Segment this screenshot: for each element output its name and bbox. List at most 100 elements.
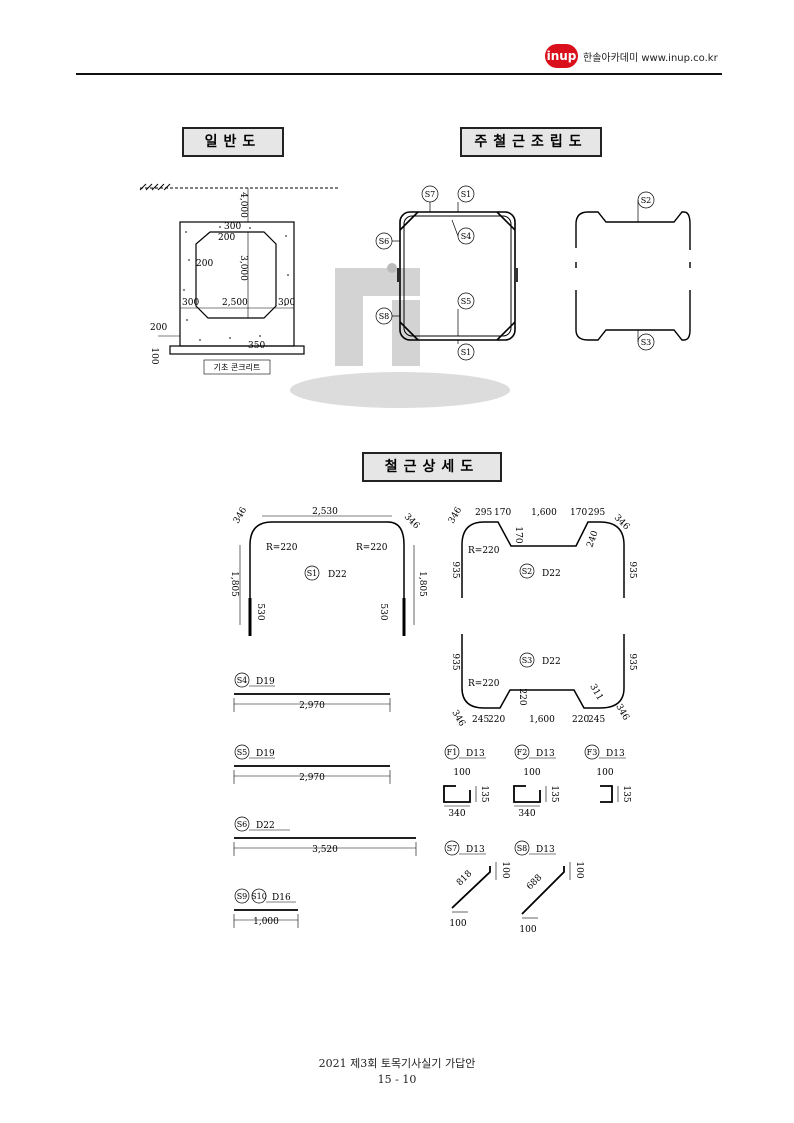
- s1-corner-l: 346: [232, 505, 249, 525]
- f2-bottom: 340: [518, 809, 535, 819]
- detail-s2: [461, 521, 625, 598]
- detail-f1: [443, 744, 486, 807]
- s3-rise: 220: [517, 688, 527, 705]
- s3-dim-0: 346: [449, 709, 466, 729]
- s5-mark: S5: [237, 748, 248, 757]
- s6-length: 3,520: [312, 845, 338, 855]
- s2-size: D22: [542, 569, 561, 579]
- f2-size: D13: [536, 749, 555, 759]
- s8-size: D13: [536, 845, 555, 855]
- foundation-label: 기초 콘크리트: [214, 363, 261, 372]
- asm-mark-s1-bottom: S1: [461, 348, 472, 357]
- s1-size: D22: [328, 570, 347, 580]
- s1-corner-r: 346: [402, 512, 421, 531]
- asm-mark-s7: S7: [425, 190, 436, 199]
- s3-leg-l: 935: [450, 653, 460, 670]
- general-drawing: 4,000 300 200 200 3,000 300 2,500 300 20…: [139, 183, 340, 375]
- s3-dim-4: 220: [572, 715, 589, 725]
- asm-mark-s5: S5: [461, 297, 472, 306]
- s1-radius-r: R=220: [356, 543, 388, 553]
- s4-length: 2,970: [299, 701, 325, 711]
- f1-size: D13: [466, 749, 485, 759]
- s2-rise: 170: [513, 526, 523, 543]
- watermark: [290, 263, 510, 408]
- asm-mark-s8: S8: [379, 312, 390, 321]
- gen-dim-bottom-slab: 200: [150, 323, 167, 333]
- f1-bottom: 340: [448, 809, 465, 819]
- s2-slope: 240: [585, 529, 600, 549]
- s8-mark: S8: [517, 844, 528, 853]
- s7-diag: 818: [455, 869, 474, 888]
- footer-exam-title: 2021 제3회 토목기사실기 가답안: [318, 1057, 476, 1070]
- s1-leg-l: 1,805: [229, 571, 239, 597]
- assembly-labels: [375, 185, 475, 361]
- gen-dim-haunch-h: 200: [218, 233, 235, 243]
- s3-radius: R=220: [468, 679, 500, 689]
- asm-mark-s4: S4: [461, 232, 472, 241]
- s5-length: 2,970: [299, 773, 325, 783]
- f2-mark: F2: [517, 748, 528, 757]
- assembly-s2-s3: [575, 211, 691, 341]
- f1-height: 135: [479, 785, 489, 802]
- s8-base: 100: [519, 925, 536, 935]
- gen-dim-height-top: 4,000: [238, 192, 248, 218]
- s1-end-r: 530: [378, 603, 388, 620]
- title-general: 일반도: [182, 127, 284, 157]
- s3-dim-6: 346: [613, 703, 630, 723]
- s2-dim-6: 346: [612, 513, 631, 532]
- asm-mark-s1-top: S1: [461, 190, 472, 199]
- s8-diag: 688: [525, 873, 544, 892]
- s1-end-l: 530: [255, 603, 265, 620]
- s1-top: 2,530: [312, 507, 338, 517]
- s2-dim-2: 170: [494, 508, 511, 518]
- asm-mark-s6: S6: [379, 237, 390, 246]
- s6-mark: S6: [237, 820, 248, 829]
- page-number: 15 - 10: [377, 1073, 417, 1086]
- s4-mark: S4: [237, 676, 248, 685]
- detail-s1: [239, 515, 415, 636]
- s2-dim-1: 295: [475, 508, 492, 518]
- s7-mark: S7: [447, 844, 458, 853]
- gen-dim-wall-left: 300: [182, 298, 199, 308]
- s3-leg-r: 935: [627, 653, 637, 670]
- detail-s7: [444, 840, 497, 913]
- title-main-rebar: 주철근조립도: [460, 127, 602, 157]
- s5-size: D19: [256, 749, 275, 759]
- s2-leg-r: 935: [627, 561, 637, 578]
- s2-dim-0: 346: [447, 505, 464, 525]
- f1-top: 100: [453, 768, 470, 778]
- detail-s8: [514, 840, 571, 919]
- gen-dim-height-inner: 3,000: [238, 255, 248, 281]
- f3-top: 100: [596, 768, 613, 778]
- s3-dim-5: 245: [588, 715, 605, 725]
- s3-dim-2: 220: [488, 715, 505, 725]
- s3-mark: S3: [522, 656, 533, 665]
- gen-dim-haunch-v: 200: [196, 259, 213, 269]
- gen-dim-bottom-thickness: 350: [248, 341, 265, 351]
- gen-dim-wall-right: 300: [278, 298, 295, 308]
- s7-base: 100: [449, 919, 466, 929]
- s3-slope: 311: [587, 683, 604, 703]
- detail-f2: [513, 744, 556, 807]
- s1-mark: S1: [307, 569, 318, 578]
- header-rule: [76, 73, 722, 75]
- s9s10-length: 1,000: [253, 917, 279, 927]
- s3-dim-1: 245: [472, 715, 489, 725]
- inup-logo: inup: [545, 44, 578, 68]
- s9-mark: S9: [237, 892, 248, 901]
- f3-size: D13: [606, 749, 625, 759]
- f2-top: 100: [523, 768, 540, 778]
- s9s10-size: D16: [272, 893, 291, 903]
- main-rebar-assembly: [397, 211, 518, 341]
- s7-size: D13: [466, 845, 485, 855]
- s1-radius-l: R=220: [266, 543, 298, 553]
- detail-s3: [461, 634, 625, 709]
- s1-leg-r: 1,805: [417, 571, 427, 597]
- s2-mark: S2: [522, 567, 533, 576]
- s2-dim-4: 170: [570, 508, 587, 518]
- s10-mark: S10: [251, 892, 267, 901]
- asm-mark-s3: S3: [641, 338, 652, 347]
- s3-size: D22: [542, 657, 561, 667]
- s7-hook: 100: [500, 861, 510, 878]
